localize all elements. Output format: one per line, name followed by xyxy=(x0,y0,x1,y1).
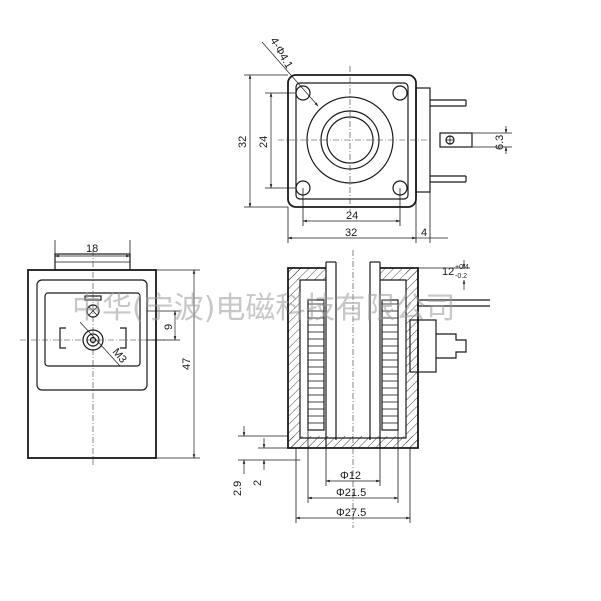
dim-terminal-height: 6.3 xyxy=(494,135,506,150)
dim-mid: Φ21.5 xyxy=(336,487,366,499)
dim-outer: Φ27.5 xyxy=(336,507,366,519)
connector-face xyxy=(36,279,148,391)
screw-head xyxy=(82,329,104,351)
winding-right xyxy=(381,299,399,431)
dim-flange-2-9: 2.9 xyxy=(232,481,244,496)
winding-left xyxy=(307,299,325,431)
mounting-hole-tr xyxy=(392,85,408,101)
connector-view: M3 18 9 47 xyxy=(20,240,200,465)
terminals xyxy=(415,87,473,193)
dim-width-outer: 32 xyxy=(345,227,357,239)
dim-depth-tol-lower: -0.2 xyxy=(455,273,467,280)
thread-label: M3 xyxy=(110,346,129,365)
dim-width-inner: 24 xyxy=(346,210,358,222)
dim-connector-width: 18 xyxy=(86,243,98,255)
dim-flange-2: 2 xyxy=(252,480,264,486)
dim-height-outer: 32 xyxy=(237,136,249,148)
top-view: 4-Φ4.1 32 24 24 32 4 6.3 xyxy=(237,36,512,243)
coil-body-inner-square xyxy=(295,82,409,200)
dim-height-inner: 24 xyxy=(258,136,270,148)
dim-connector-height: 47 xyxy=(181,358,193,370)
dim-depth: 12 xyxy=(442,266,454,278)
dim-connector-offset: 9 xyxy=(163,324,175,330)
section-terminal-block xyxy=(409,319,437,373)
dim-depth-tol-upper: +0.4 xyxy=(455,264,469,271)
mounting-hole-tl xyxy=(295,85,311,101)
ground-symbol xyxy=(86,304,100,318)
section-view: 12 +0.4 -0.2 Φ12 Φ21.5 Φ27.5 2.9 2 xyxy=(232,250,490,528)
dim-bore: Φ12 xyxy=(340,470,361,482)
watermark: 中华(宁波)电磁科技有限公司 xyxy=(72,291,455,326)
dim-terminal-offset: 4 xyxy=(421,227,427,239)
connector-window xyxy=(44,292,141,367)
